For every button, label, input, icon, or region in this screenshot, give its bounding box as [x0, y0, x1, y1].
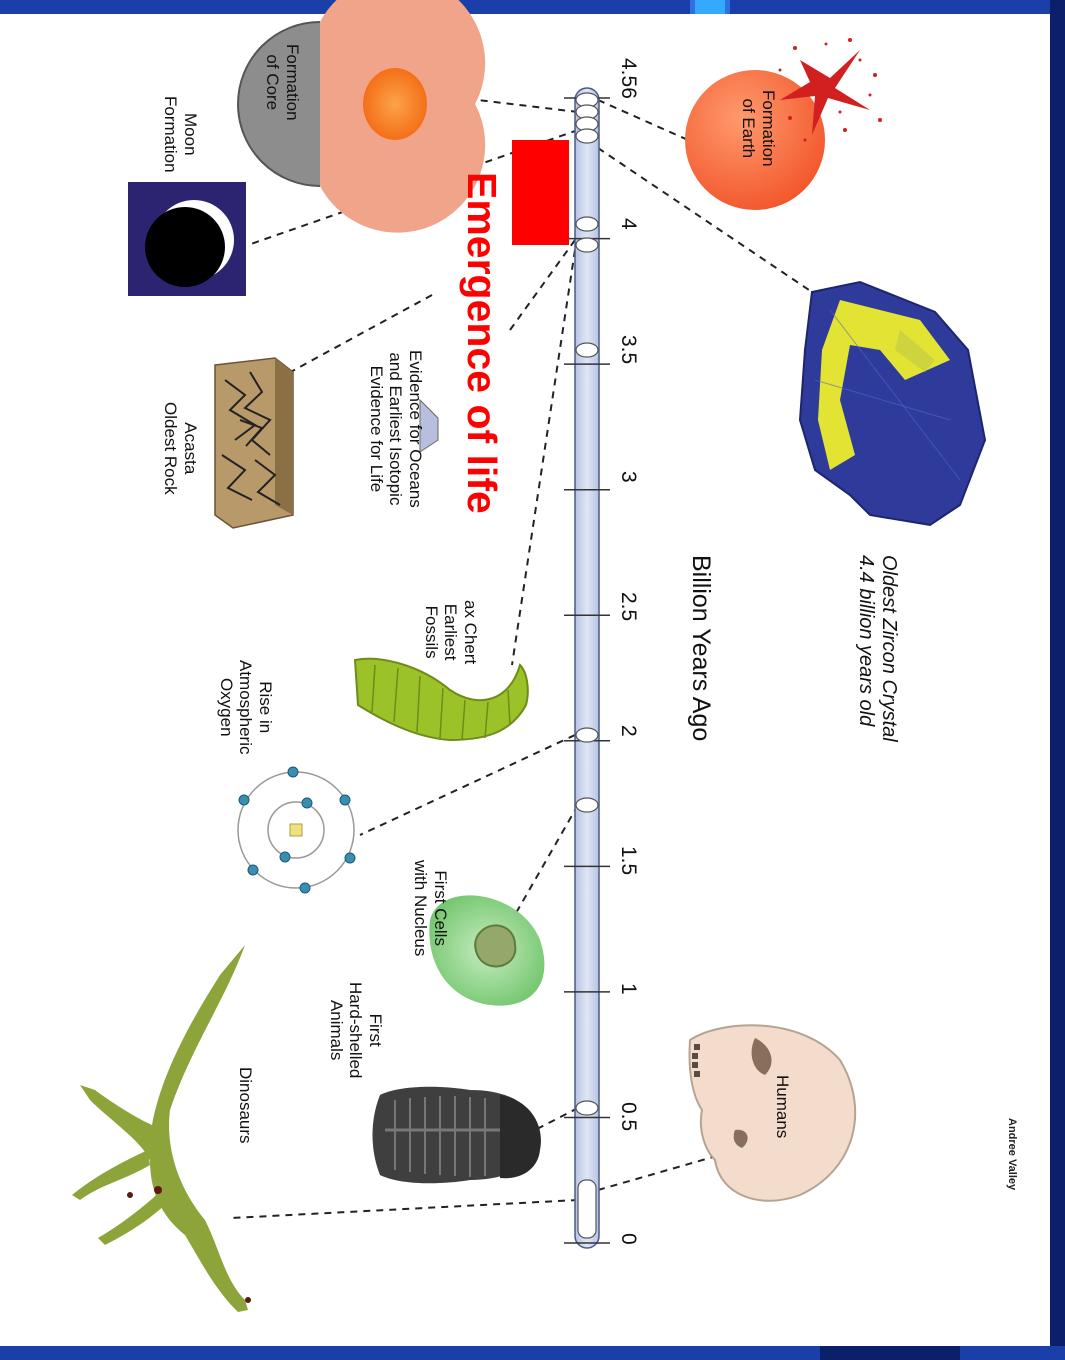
axis-title: Billion Years Ago: [686, 555, 715, 741]
tick-label-0-5: 0.5: [616, 1102, 640, 1131]
connector-earth: [598, 100, 688, 140]
earth-caption: Formation of Earth: [739, 90, 778, 167]
cell-nucleus: [475, 925, 515, 966]
moon-caption: Moon Formation: [161, 96, 200, 173]
emergence-highlight: [512, 140, 569, 245]
connector-shells: [535, 1108, 578, 1130]
fossil-illustration: [355, 659, 528, 740]
tick-label-1: 1: [616, 983, 640, 995]
tick-label-1-5: 1.5: [616, 846, 640, 875]
frame-top-highlight: [695, 0, 725, 14]
nucleus-caption: First Cells with Nucleus: [411, 860, 450, 956]
moon-illustration: [128, 182, 246, 296]
connector-fossils: [512, 250, 575, 665]
timeline-axis: [564, 88, 610, 1248]
dino-body: [80, 945, 248, 1312]
emergence-of-life-label: Emergence of life: [458, 172, 505, 514]
tick-label-2: 2: [616, 725, 640, 737]
moon-shadow: [145, 207, 225, 287]
oxygen-atom-illustration: [238, 767, 355, 893]
earth-illustration: [685, 38, 882, 210]
zircon-caption: Oldest Zircon Crystal 4.4 billion years …: [854, 555, 900, 742]
marker-oceans: [576, 217, 598, 231]
shells-caption: First Hard-shelled Animals: [326, 982, 385, 1078]
marker-zircon: [576, 129, 598, 143]
frame-top-bar: [0, 0, 1065, 14]
acasta-rock-illustration: [215, 358, 293, 528]
tick-label-4-56: 4.56: [616, 58, 640, 99]
marker-fossils: [576, 343, 598, 357]
core-caption: Formation of Core: [263, 44, 302, 121]
acasta-caption: Acasta Oldest Rock: [161, 402, 200, 495]
oceans-caption: Evidence for Oceans and Earliest Isotopi…: [366, 350, 425, 508]
dinosaur-illustration: [72, 945, 251, 1312]
oxygen-caption: Rise in Atmospheric Oxygen: [216, 660, 275, 754]
connector-core: [478, 100, 578, 112]
fossils-caption: ax Chert Earliest Fossils: [421, 600, 480, 664]
connector-humans: [598, 1155, 720, 1190]
timeline-bar: [575, 88, 599, 1248]
dino-leg-front: [98, 1190, 170, 1245]
frame-bottom-accent: [820, 1346, 960, 1360]
humans-caption: Humans: [772, 1075, 792, 1138]
frame-right-bar: [1050, 0, 1065, 1360]
tick-label-3-5: 3.5: [616, 335, 640, 364]
fossil-body: [355, 659, 528, 740]
zircon-crystal-illustration: [800, 282, 985, 525]
dino-leg-back: [72, 1150, 150, 1200]
connector-oxygen: [360, 735, 575, 835]
tick-label-4: 4: [616, 218, 640, 230]
trilobite-illustration: [373, 1087, 541, 1184]
marker-shells: [576, 1101, 598, 1115]
marker-oxygen: [576, 728, 598, 742]
connector-dinosaurs: [232, 1200, 578, 1218]
marker-acasta: [576, 238, 598, 252]
tick-label-2-5: 2.5: [616, 592, 640, 621]
image-credit: Andree Valley: [1005, 1118, 1018, 1190]
dinosaurs-caption: Dinosaurs: [235, 1067, 255, 1144]
tick-label-3: 3: [616, 471, 640, 483]
core-inner: [363, 68, 427, 140]
tick-label-0: 0: [616, 1233, 640, 1245]
connector-nucleus: [512, 805, 578, 920]
marker-nucleus: [576, 798, 598, 812]
marker-recent: [578, 1180, 596, 1238]
atom-nucleus: [290, 824, 302, 836]
